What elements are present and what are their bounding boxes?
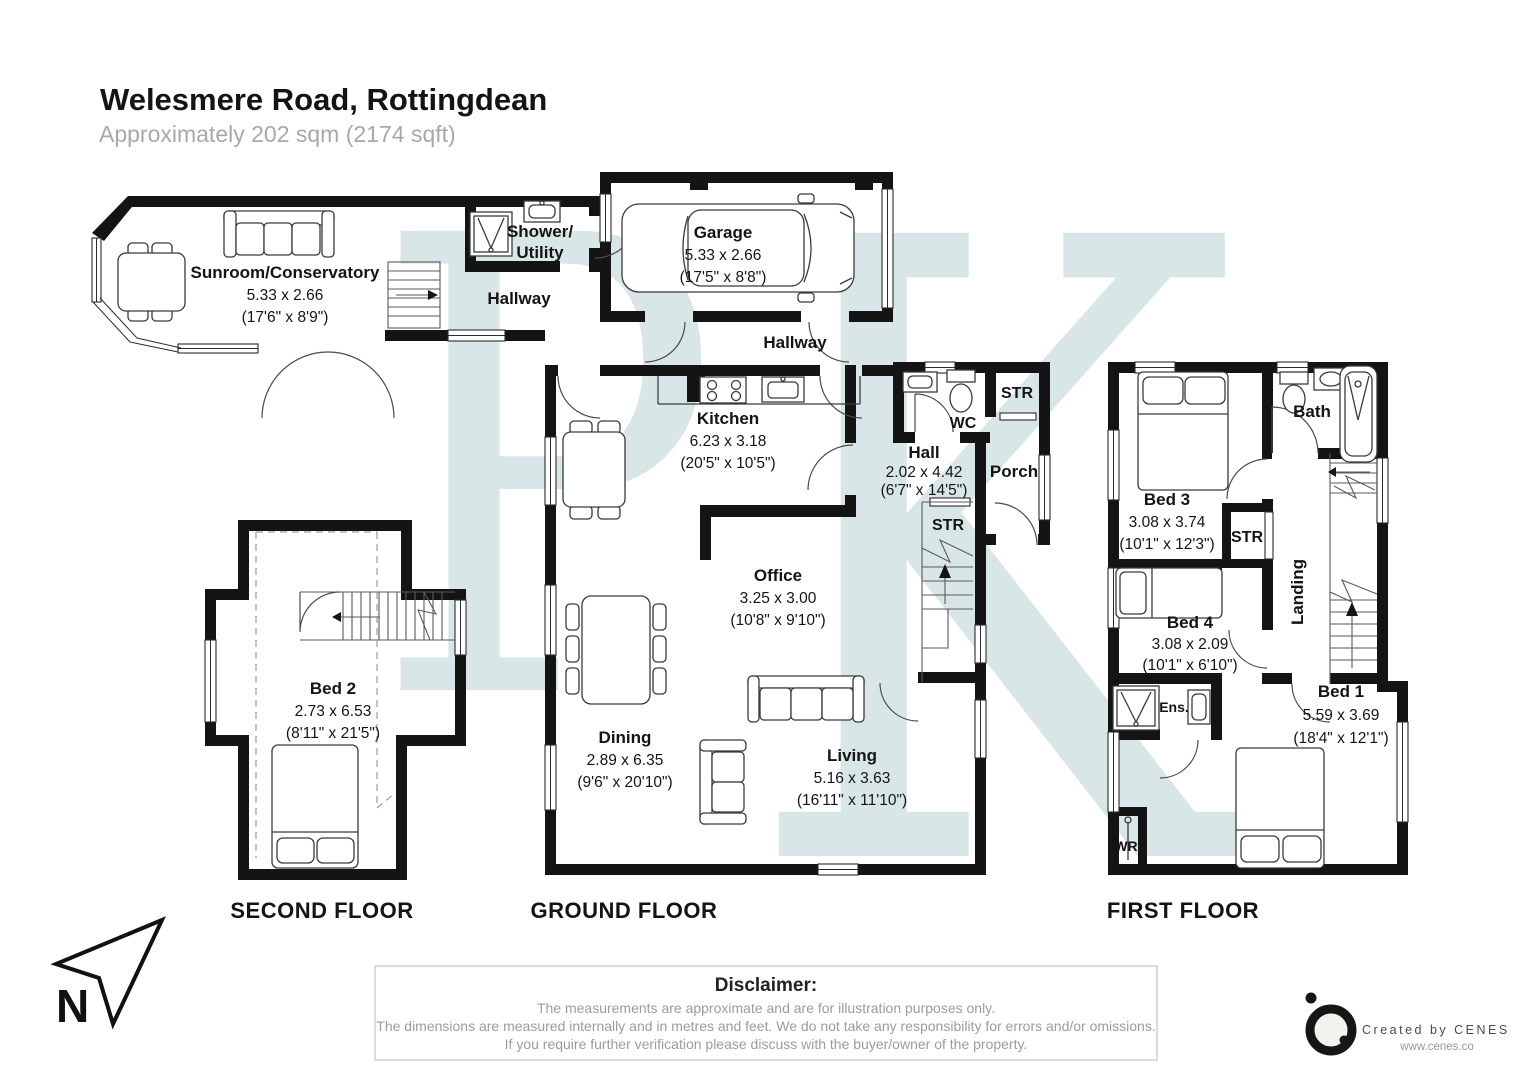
disclaimer-title: Disclaimer: [715, 975, 817, 996]
sunroom-sofa-icon [223, 210, 335, 258]
living-sofa-icon [747, 675, 865, 723]
utility-sink-icon [523, 200, 561, 223]
ground-floor-doors [261, 215, 1038, 722]
utility-shower-icon [469, 211, 513, 257]
room-dim-hall-i: (6'7" x 14'5") [881, 482, 968, 499]
ensuite-shower-icon [1112, 685, 1160, 731]
room-label-garage: Garage [694, 223, 753, 242]
bed4-bed-icon [1115, 567, 1223, 619]
room-label-sunroom: Sunroom/Conservatory [191, 263, 380, 282]
room-label-office: Office [754, 566, 802, 585]
room-label-bed4: Bed 4 [1167, 613, 1214, 632]
room-label-str-top: STR [1001, 385, 1033, 402]
room-dim-office-i: (10'8" x 9'10") [730, 612, 825, 629]
room-label-shower: Shower/ [507, 222, 573, 241]
room-label-bed2: Bed 2 [310, 679, 356, 698]
north-arrow-icon: N [50, 916, 167, 1032]
page-title: Welesmere Road, Rottingdean [100, 82, 547, 117]
second-floor-walls [205, 520, 466, 880]
bed3-bed-icon [1137, 371, 1229, 491]
room-label-kitchen: Kitchen [697, 409, 759, 428]
room-dim-dining-m: 2.89 x 6.35 [587, 752, 664, 769]
room-label-str-mid: STR [932, 517, 964, 534]
room-label-dining: Dining [599, 728, 652, 747]
room-dim-bed2-m: 2.73 x 6.53 [295, 703, 372, 720]
wardrobe-rail-icon [1124, 816, 1132, 860]
room-dim-living-i: (16'11" x 11'10") [797, 792, 907, 809]
bathtub-icon [1339, 365, 1378, 463]
room-dim-kitchen-i: (20'5" x 10'5") [680, 455, 775, 472]
page-subtitle: Approximately 202 sqm (2174 sqft) [99, 121, 456, 147]
garage-car-icon [621, 193, 855, 303]
room-dim-bed3-m: 3.08 x 3.74 [1129, 514, 1206, 531]
room-dim-sunroom-m: 5.33 x 2.66 [247, 287, 324, 304]
caption-first-floor: FIRST FLOOR [1107, 898, 1259, 923]
bath-toilet-icon [1279, 371, 1309, 414]
bed2-bed-icon [271, 744, 359, 869]
wc-sink-icon [902, 371, 938, 393]
second-floor-plan: Bed 2 2.73 x 6.53 (8'11" x 21'5") [204, 520, 467, 880]
room-label-living: Living [827, 746, 877, 765]
room-dim-bed3-i: (10'1" x 12'3") [1119, 536, 1214, 553]
room-label-wr: WR [1114, 838, 1137, 854]
room-dim-garage-i: (17'5" x 8'8") [680, 269, 767, 286]
north-letter: N [56, 980, 89, 1032]
room-label-landing: Landing [1288, 559, 1307, 625]
logo-ring-icon [1305, 1004, 1357, 1056]
room-label-utility: Utility [516, 243, 564, 262]
room-dim-sunroom-i: (17'6" x 8'9") [242, 309, 329, 326]
wc-toilet-icon [946, 369, 976, 413]
kitchen-counter-icon [657, 376, 861, 405]
room-dim-bed2-i: (8'11" x 21'5") [286, 725, 380, 742]
caption-second-floor: SECOND FLOOR [230, 898, 413, 923]
dining-sofa-icon [699, 739, 747, 825]
kitchen-table-icon [562, 420, 626, 520]
credit-url: www.cenes.co [1399, 1041, 1474, 1053]
room-label-wc: WC [950, 415, 977, 432]
room-label-bed1: Bed 1 [1318, 682, 1364, 701]
sunroom-table-icon [117, 242, 186, 322]
room-label-bed3: Bed 3 [1144, 490, 1190, 509]
room-label-hallway-top: Hallway [487, 289, 551, 308]
room-dim-bed1-m: 5.59 x 3.69 [1303, 707, 1380, 724]
ground-stairs-up [387, 261, 441, 329]
disclaimer-line-1: The measurements are approximate and are… [537, 1000, 995, 1016]
room-dim-dining-i: (9'6" x 20'10") [577, 774, 672, 791]
room-label-hall: Hall [908, 443, 939, 462]
room-dim-kitchen-m: 6.23 x 3.18 [690, 433, 767, 450]
credit-line: Created by CENES [1362, 1023, 1510, 1037]
logo-dot-inner-icon [1339, 1035, 1349, 1045]
second-floor-windows [204, 599, 467, 723]
ground-floor-walls [92, 172, 1050, 875]
dining-table-icon [565, 595, 667, 705]
ensuite-sink-icon [1187, 689, 1211, 725]
cenes-logo: Created by CENES www.cenes.co [1305, 992, 1510, 1056]
disclaimer-box: Disclaimer: The measurements are approxi… [374, 965, 1158, 1061]
first-floor-stairs [1328, 453, 1378, 684]
caption-ground-floor: GROUND FLOOR [531, 898, 718, 923]
ground-floor-plan: Sunroom/Conservatory 5.33 x 2.66 (17'6" … [91, 172, 1051, 876]
ceiling-height-dashes [255, 531, 395, 858]
room-dim-bed4-i: (10'1" x 6'10") [1142, 657, 1237, 674]
logo-dot-outer-icon [1305, 992, 1317, 1004]
room-label-bath: Bath [1293, 402, 1331, 421]
room-dim-hall-m: 2.02 x 4.42 [886, 464, 963, 481]
bed1-bed-icon [1235, 747, 1325, 869]
ground-stairs-main [921, 501, 974, 682]
first-floor-doors [1159, 406, 1331, 779]
ground-floor-windows [91, 188, 1051, 876]
room-dim-office-m: 3.25 x 3.00 [740, 590, 817, 607]
disclaimer-line-3: If you require further verification plea… [505, 1036, 1028, 1052]
room-dim-garage-m: 5.33 x 2.66 [685, 247, 762, 264]
disclaimer-line-2: The dimensions are measured internally a… [376, 1018, 1155, 1034]
room-label-hallway-mid: Hallway [763, 333, 827, 352]
room-dim-bed4-m: 3.08 x 2.09 [1152, 636, 1229, 653]
room-dim-living-m: 5.16 x 3.63 [814, 770, 891, 787]
first-floor-plan: Bed 3 3.08 x 3.74 (10'1" x 12'3") Bath S… [1107, 361, 1409, 875]
room-label-str-first: STR [1231, 529, 1263, 546]
room-label-ens: Ens. [1159, 699, 1189, 715]
room-dim-bed1-i: (18'4" x 12'1") [1293, 730, 1388, 747]
room-label-porch: Porch [990, 462, 1038, 481]
